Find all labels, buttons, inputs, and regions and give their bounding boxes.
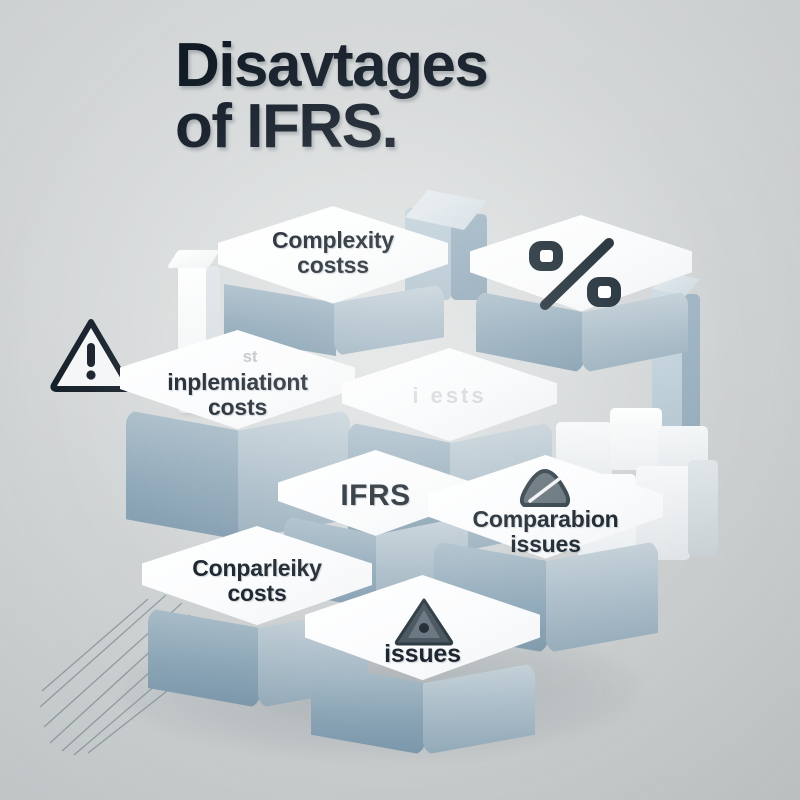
block-left-face <box>126 410 240 540</box>
title-line-2: of IFRS. <box>175 91 399 161</box>
block-left-face <box>311 663 425 755</box>
block-percent[interactable] <box>470 215 692 400</box>
percent-icon <box>529 238 621 310</box>
warning-triangle-icon <box>394 598 454 646</box>
block-right-face <box>546 541 658 653</box>
block-complexity-costs[interactable]: Complexity costss <box>218 206 448 381</box>
block-right-face <box>423 663 535 755</box>
title-line-1: Disavtages <box>175 31 489 100</box>
block-left-face <box>148 608 260 708</box>
page-title: Disavtages of IFRS. <box>175 35 645 161</box>
block-issues[interactable]: issues <box>305 575 540 775</box>
triangle-slash-icon <box>519 469 571 507</box>
